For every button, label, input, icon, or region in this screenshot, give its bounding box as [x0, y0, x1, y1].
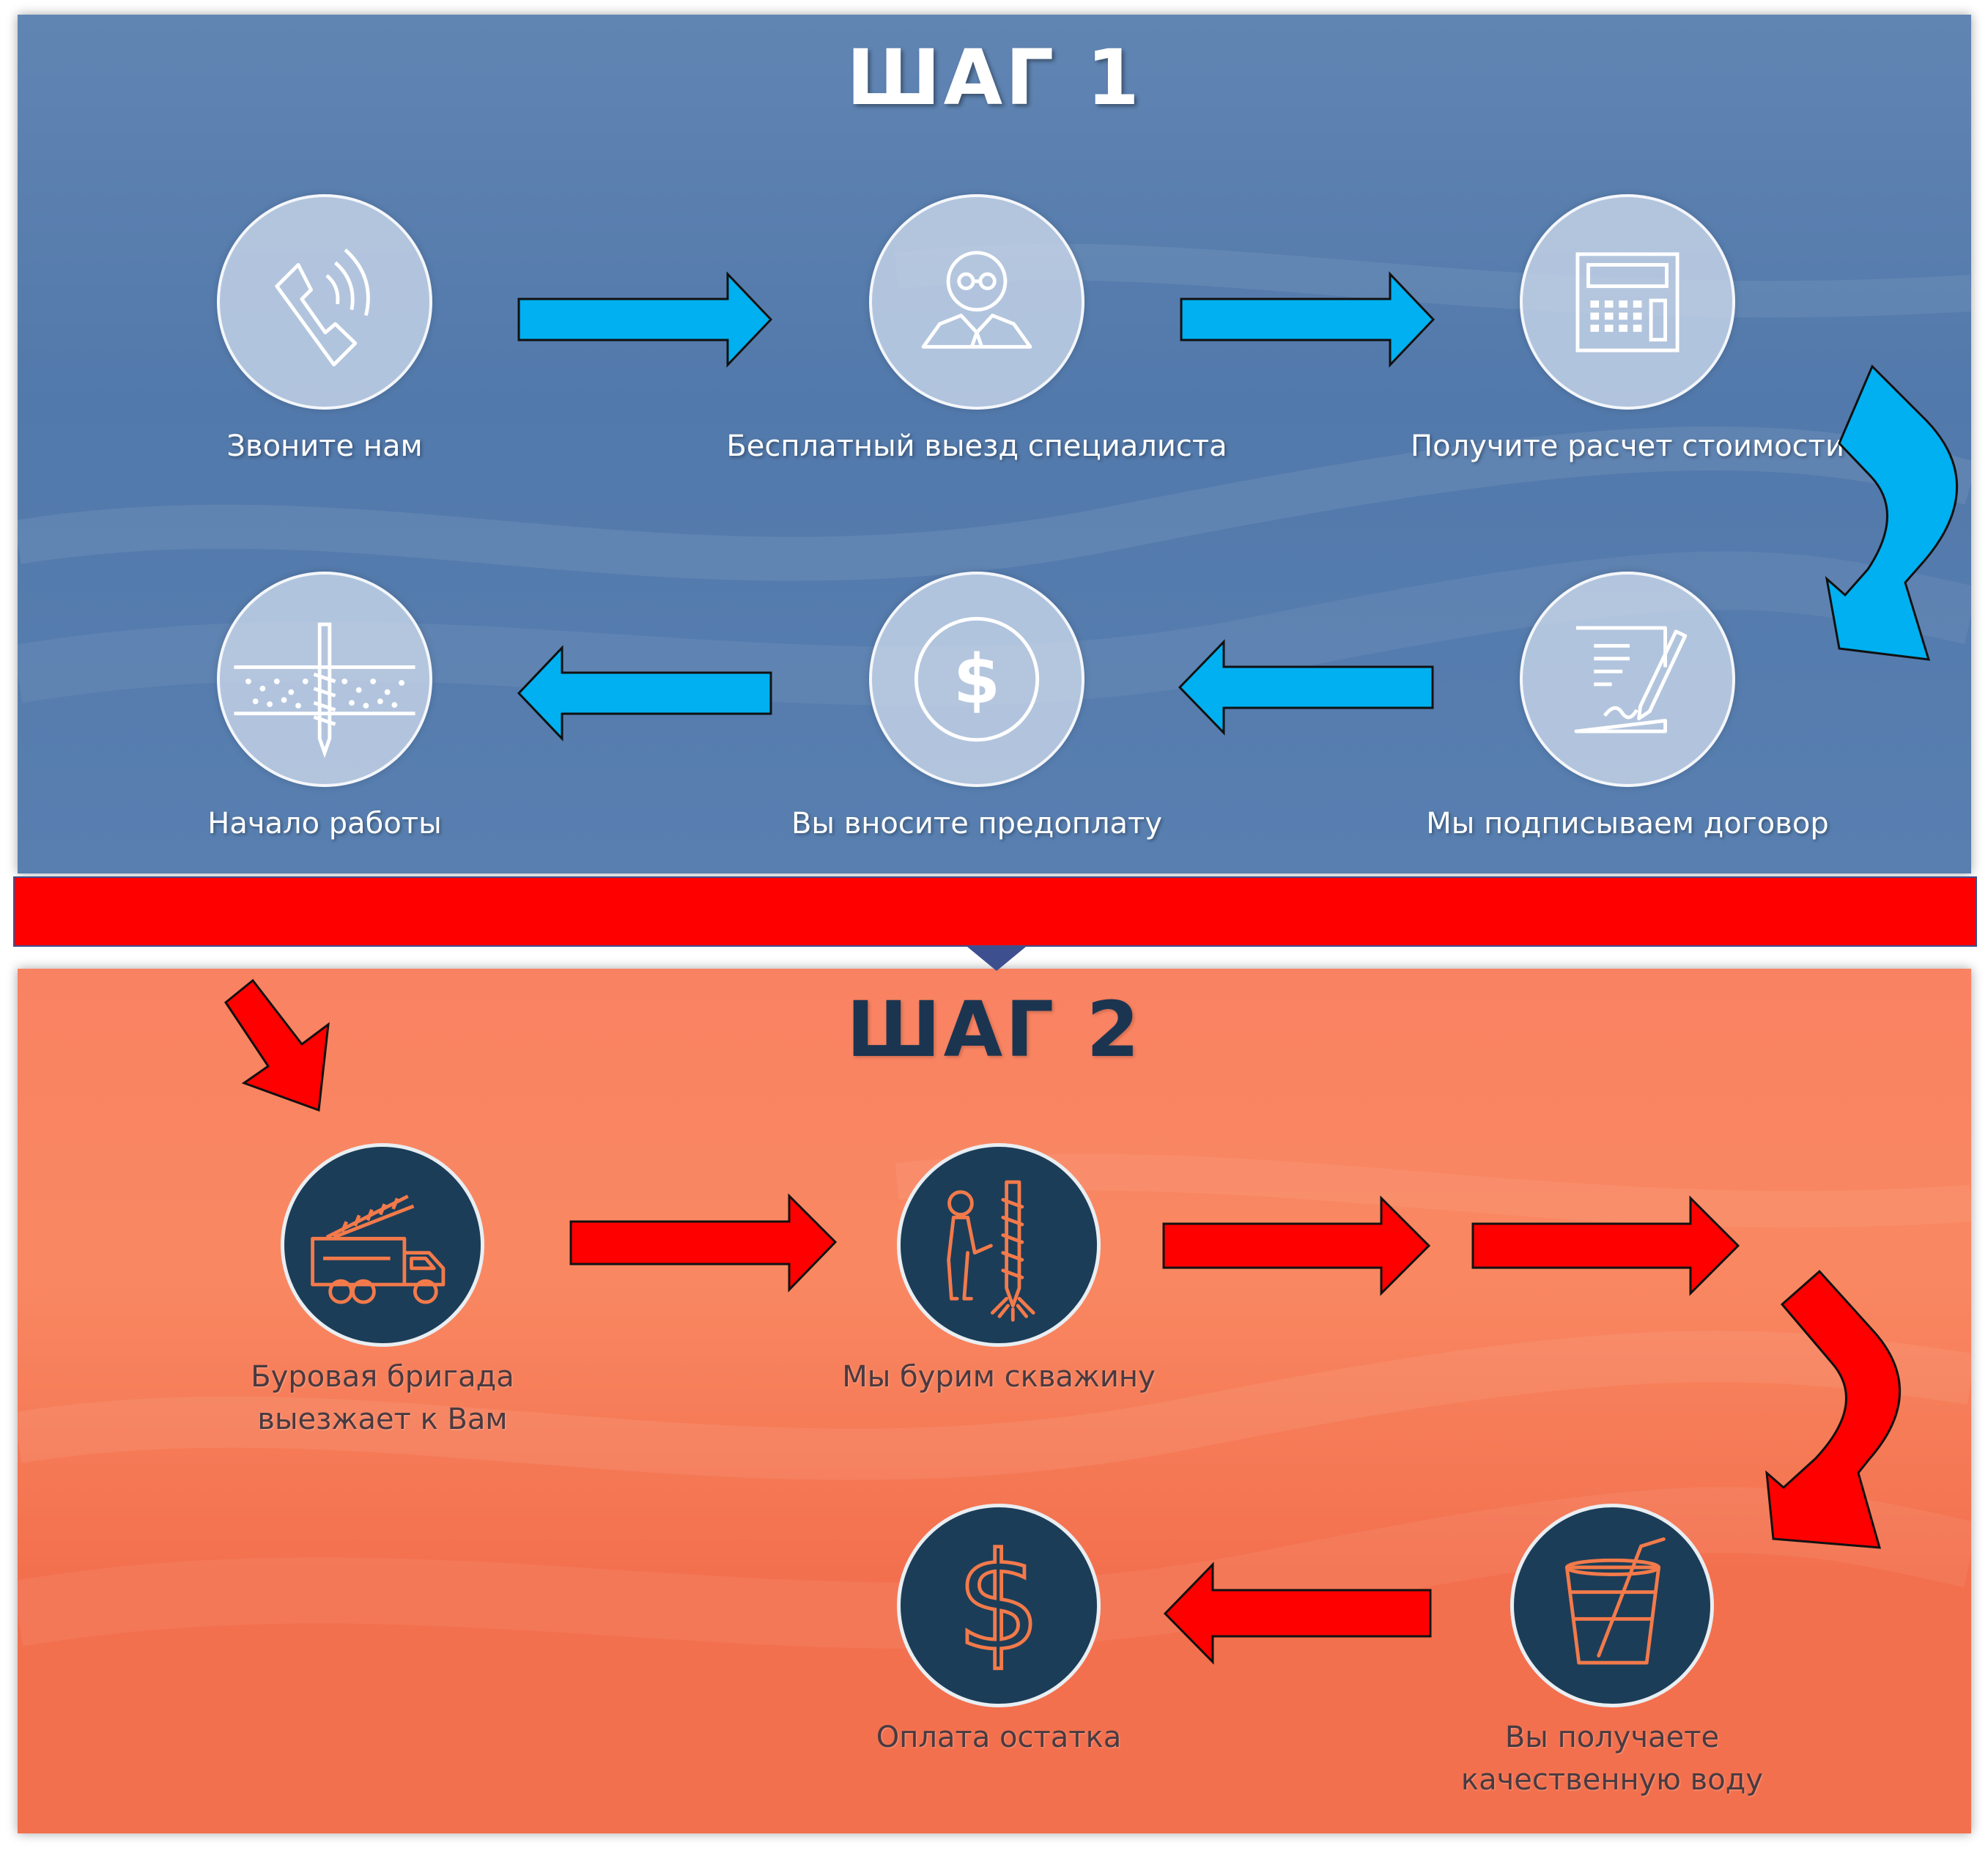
- calculator-icon: [1575, 252, 1680, 352]
- phone-icon: [275, 248, 370, 367]
- step2-item-crew-label: Буровая бригада выезжает к Вам: [199, 1356, 566, 1441]
- separator-band: [13, 876, 1977, 947]
- step1-item-calculation-circle: [1520, 194, 1735, 410]
- step2-item-balance-label: Оплата остатка: [808, 1716, 1189, 1759]
- step1-panel: ШАГ 1 Звоните нам Бесплатный выезд спе: [18, 15, 1971, 873]
- separator-pointer-icon: [967, 947, 1026, 971]
- step2-item-water-label-line1: Вы получаете: [1504, 1721, 1720, 1754]
- step1-title: ШАГ 1: [846, 33, 1142, 122]
- dollar-sign-icon: $: [954, 1523, 1043, 1682]
- step2-item-water-label-line2: качественную воду: [1460, 1763, 1764, 1797]
- step2-item-crew-label-line1: Буровая бригада: [251, 1360, 514, 1394]
- step1-item-call-circle: [217, 194, 432, 410]
- step1-item-contract-circle: [1520, 572, 1735, 787]
- drill-ground-icon: [234, 622, 415, 758]
- step1-item-call-label: Звоните нам: [226, 429, 423, 463]
- glass-of-water-icon: [1564, 1537, 1666, 1665]
- step2-panel: ШАГ 2 Буровая бригада выезжает к Вам: [18, 969, 1971, 1833]
- svg-text:$: $: [953, 640, 1000, 719]
- step1-item-start-circle: [217, 572, 432, 787]
- step2-item-water-circle: [1510, 1504, 1714, 1707]
- step2-item-balance-circle: $: [897, 1504, 1101, 1707]
- step1-item-calculation-label: Получите расчет стоимости: [1411, 429, 1844, 463]
- step2-item-crew-label-line2: выезжает к Вам: [257, 1403, 508, 1436]
- step1-item-prepayment-label: Вы вносите предоплату: [791, 807, 1163, 840]
- specialist-icon: [921, 251, 1032, 349]
- dollar-coin-icon: $: [914, 616, 1040, 742]
- svg-text:$: $: [956, 1525, 1042, 1681]
- step1-item-prepayment-circle: $: [869, 572, 1084, 787]
- step2-item-crew-circle: [281, 1143, 484, 1347]
- step2-title: ШАГ 2: [846, 985, 1142, 1074]
- step2-item-drilling-label: Мы бурим скважину: [808, 1356, 1189, 1398]
- step1-item-specialist-circle: [869, 194, 1084, 410]
- step1-item-contract-label: Мы подписываем договор: [1426, 807, 1829, 840]
- step2-item-drilling-label-line1: Мы бурим скважину: [842, 1360, 1156, 1394]
- worker-drill-icon: [947, 1180, 1035, 1322]
- step2-item-drilling-circle: [897, 1143, 1101, 1347]
- step2-item-balance-label-line1: Оплата остатка: [876, 1721, 1122, 1754]
- step2-item-water-label: Вы получаете качественную воду: [1429, 1716, 1795, 1801]
- step1-item-specialist-label: Бесплатный выезд специалиста: [726, 429, 1227, 463]
- drilling-truck-icon: [311, 1194, 446, 1304]
- contract-icon: [1574, 626, 1688, 734]
- step1-item-start-label: Начало работы: [207, 807, 442, 840]
